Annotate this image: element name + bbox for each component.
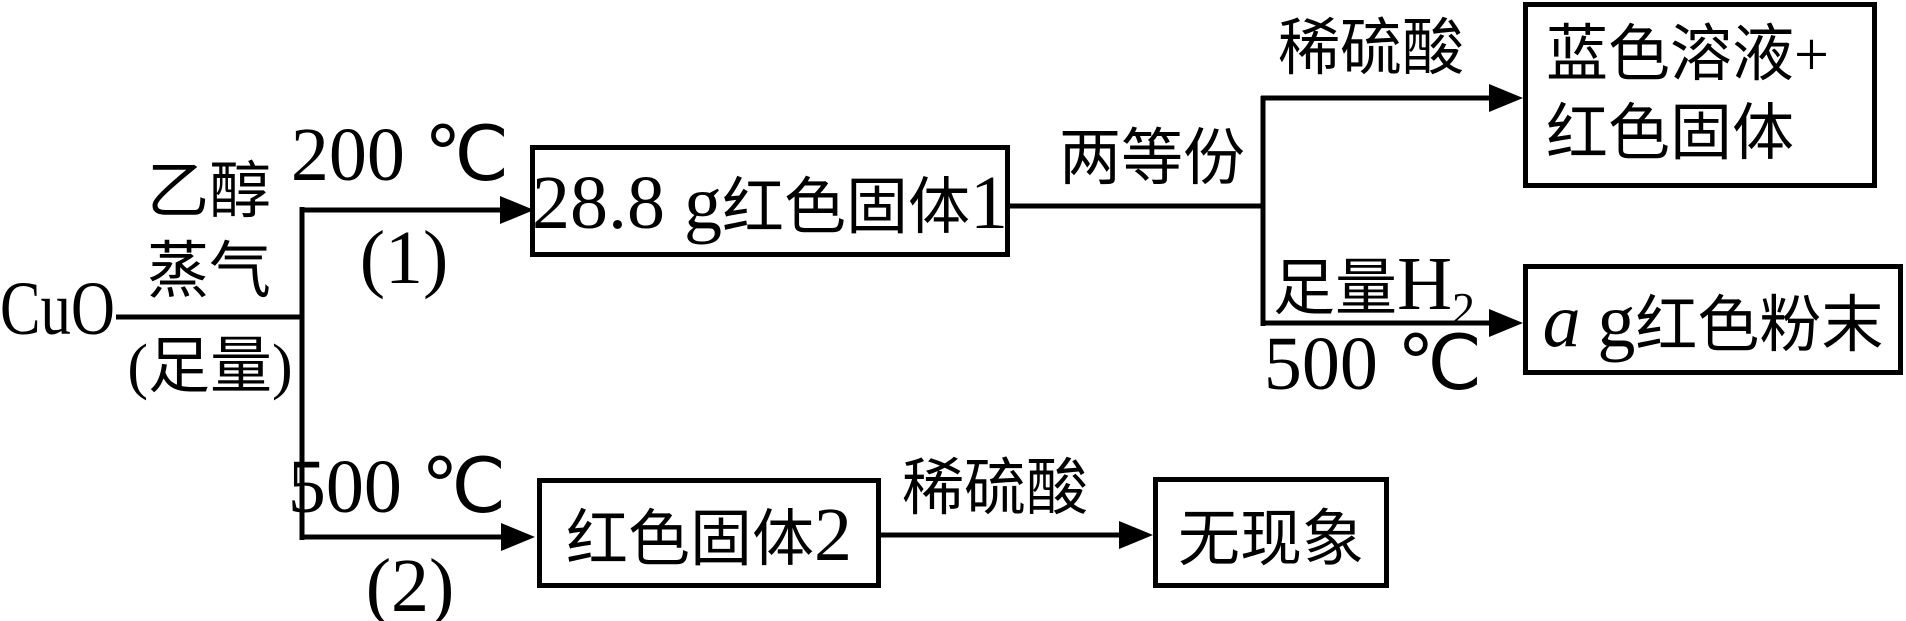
acid-bottom-arrowhead [1119, 521, 1153, 549]
branch1-arrowhead [500, 196, 534, 224]
h2-reagent-label: 足量H2 [1273, 246, 1475, 332]
h2-element: H [1397, 242, 1452, 326]
h2-arrowhead [1489, 309, 1523, 337]
solid1-box: 28.8 g红色固体1 [530, 145, 1010, 257]
acid-top-label: 稀硫酸 [1277, 15, 1465, 83]
split-label: 两等份 [1058, 125, 1246, 193]
feed-label-line1: 乙醇 [146, 158, 272, 226]
blue-solution-box: 蓝色溶液+ 红色固体 [1523, 2, 1877, 188]
solid1-amount: 28.8 g [532, 160, 722, 245]
feed-label: 乙醇 蒸气 [147, 152, 271, 312]
h2-subscript: 2 [1451, 283, 1475, 334]
branch2-arrowhead [501, 523, 535, 551]
h2-prefix: 足量 [1273, 255, 1398, 323]
branch2-step-label: (2) [365, 544, 455, 621]
branch1-condition-label: 200 ℃ [290, 113, 510, 197]
solid1-index: 1 [970, 160, 1009, 245]
feed-label-line2: 蒸气 [146, 238, 272, 306]
acid-top-arrowhead [1489, 84, 1523, 112]
no-phenomenon-text: 无现象 [1177, 505, 1364, 574]
reactant-formula: CuO [0, 267, 115, 351]
solid2-index: 2 [814, 492, 852, 577]
no-phenomenon-box: 无现象 [1153, 477, 1389, 588]
powder-name: 红色粉末 [1635, 292, 1884, 360]
powder-unit: g [1597, 279, 1636, 363]
solid2-name: 红色固体 [565, 505, 814, 574]
solid2-box: 红色固体2 [537, 478, 881, 588]
branch1-step-label: (1) [359, 216, 449, 300]
powder-variable: a [1542, 279, 1581, 363]
blue-solution-box-line2: 红色固体 [1546, 100, 1795, 168]
solid1-box-text: 28.8 g红色固体1 [532, 156, 1008, 247]
solid1-name: 红色固体 [722, 173, 971, 242]
feed-excess-label: (足量) [127, 333, 293, 401]
acid-bottom-label: 稀硫酸 [901, 455, 1089, 523]
solid2-box-text: 红色固体2 [566, 488, 852, 579]
blue-solution-box-line1: 蓝色溶液+ [1546, 21, 1829, 89]
h2-condition-label: 500 ℃ [1263, 322, 1483, 406]
branch2-condition-label: 500 ℃ [287, 445, 507, 529]
